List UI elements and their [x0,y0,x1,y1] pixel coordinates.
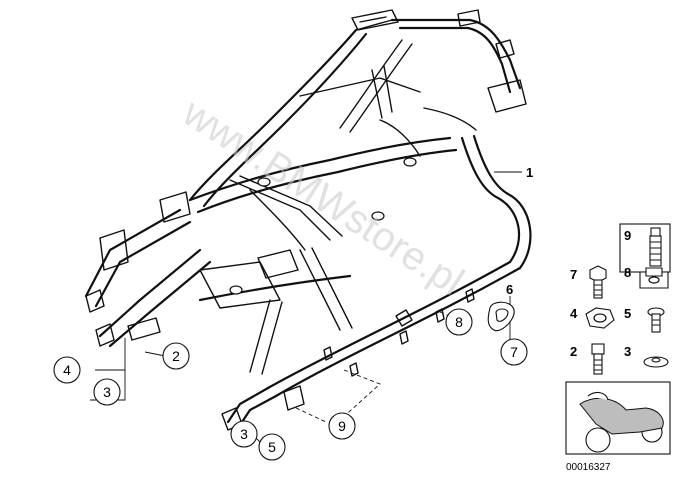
motorcycle-icon [579,391,664,453]
clip-nut-8-icon [639,267,669,289]
svg-text:7: 7 [510,344,518,360]
bolt-2-icon [591,343,605,375]
callout-ring-6: 6 [506,282,513,297]
callout-screw-5: 5 [258,433,286,461]
callout-clip-nut-9: 9 [328,412,356,440]
part-label-8: 8 [624,265,631,280]
part-label-4: 4 [570,306,578,321]
svg-text:8: 8 [455,314,463,330]
svg-text:5: 5 [268,439,276,455]
callout-washer-3-lower: 3 [230,420,258,448]
svg-text:9: 9 [338,418,346,434]
callout-bolt-2: 2 [162,342,190,370]
svg-text:3: 3 [103,384,111,400]
svg-text:2: 2 [172,348,180,364]
diagram-code: 00016327 [566,462,611,473]
part-label-2: 2 [570,344,577,359]
screw-5-icon [647,307,665,333]
svg-text:4: 4 [63,362,71,378]
part-label-7: 7 [570,267,577,282]
part-label-3: 3 [624,344,631,359]
ring-part-6 [487,301,515,332]
nut-4-icon [585,307,615,329]
svg-text:3: 3 [240,426,248,442]
callout-washer-3-left: 3 [93,378,121,406]
callout-nut-8: 8 [445,308,473,336]
washer-3-icon [643,356,669,368]
part-label-5: 5 [624,306,631,321]
part-label-9: 9 [624,228,631,243]
callout-frame: 1 [526,165,533,180]
parts-panel: 9 7 8 4 5 2 [565,223,671,455]
rear-frame-drawing [84,9,532,431]
callout-bolt-7: 7 [500,338,528,366]
bolt-7-icon [589,265,607,299]
clip-nut-9-icon [649,227,662,267]
callout-nut-4: 4 [53,356,81,384]
watermark: www.BMWstore.pl [174,90,471,304]
